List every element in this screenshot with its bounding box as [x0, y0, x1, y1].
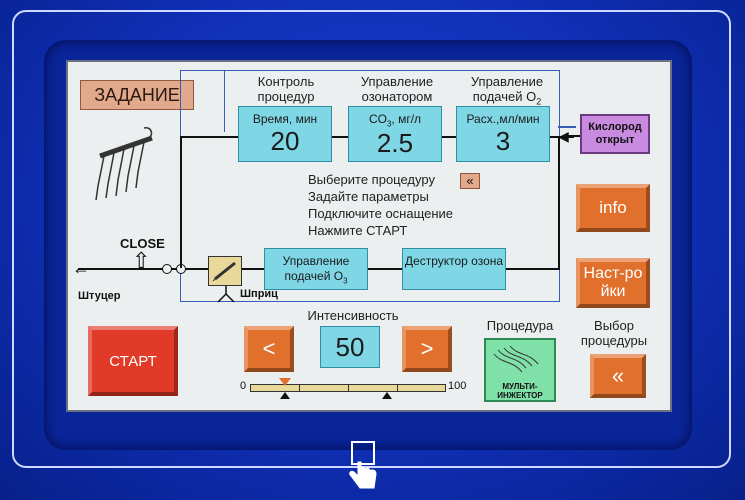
- scale-max: 100: [448, 380, 467, 392]
- header-ozonator-control: Управление озонатором: [360, 74, 434, 104]
- intensity-increase-button[interactable]: >: [402, 326, 452, 372]
- arrow-left-icon: ◀: [558, 128, 569, 144]
- oxygen-open-button[interactable]: Кислород открыт: [580, 114, 650, 154]
- flow-line-vertical: [180, 136, 182, 268]
- ozone-destructor-box[interactable]: Деструктор озона: [402, 248, 506, 290]
- scale-tick: [348, 385, 349, 391]
- process-frame-inner: [224, 70, 225, 132]
- fitting-label: Штуцер: [78, 290, 121, 302]
- syringe-box[interactable]: [208, 256, 242, 286]
- intensity-scale-track[interactable]: [250, 384, 446, 392]
- info-button[interactable]: info: [576, 184, 650, 232]
- flow-box[interactable]: Расх.,мл/мин 3: [456, 106, 550, 162]
- instruction-3: Подключите оснащение: [308, 206, 454, 221]
- left-arrow-icon: ←: [72, 258, 90, 278]
- instruction-1: Выберите процедуру: [308, 172, 435, 187]
- o3-feed-control-box[interactable]: Управление подачей O3: [264, 248, 368, 290]
- co3-box[interactable]: CO3, мг/л 2.5: [348, 106, 442, 162]
- scale-tick: [299, 385, 300, 391]
- scale-min: 0: [240, 380, 247, 392]
- instruction-2: Задайте параметры: [308, 189, 429, 204]
- intensity-decrease-button[interactable]: <: [244, 326, 294, 372]
- multi-injector-icon: [95, 127, 153, 201]
- flow-line-bottom: [242, 268, 560, 270]
- settings-button[interactable]: Наст-ройки: [576, 258, 650, 308]
- syringe-stand-icon: [217, 286, 235, 303]
- up-arrow-icon: ⇧: [132, 248, 151, 273]
- slider-current-marker[interactable]: [279, 378, 292, 386]
- flow-line-right-vertical: [558, 136, 560, 270]
- header-o2-feed-control: Управление подачей O2: [470, 74, 544, 107]
- close-label: CLOSE: [120, 236, 165, 251]
- flow-line-bottom-left: [78, 268, 218, 270]
- instructions-back-button[interactable]: «: [460, 173, 480, 189]
- intensity-value: 50: [320, 326, 380, 368]
- instruction-4: Нажмите СТАРТ: [308, 223, 408, 238]
- select-procedure-label: Выбор процедуры: [580, 318, 648, 348]
- syringe-label: Шприц: [240, 288, 278, 300]
- syringe-icon: [212, 261, 236, 282]
- slider-current-marker-base: [280, 392, 291, 399]
- slider-setpoint-marker: [382, 392, 393, 399]
- touch-hand-icon: [349, 441, 377, 489]
- procedure-label: Процедура: [486, 318, 554, 333]
- touch-screen: ЗАДАНИЕ Контроль процедур Управление озо…: [66, 60, 672, 412]
- time-box[interactable]: Время, мин 20: [238, 106, 332, 162]
- header-procedure-control: Контроль процедур: [257, 74, 315, 104]
- junction-dot-left: [162, 264, 172, 274]
- scale-tick: [397, 385, 398, 391]
- task-label: ЗАДАНИЕ: [80, 80, 194, 110]
- intensity-label: Интенсивность: [307, 308, 399, 323]
- start-button[interactable]: СТАРТ: [88, 326, 178, 396]
- select-procedure-button[interactable]: «: [590, 354, 646, 398]
- oxygen-connector: [568, 135, 580, 137]
- multi-injector-small-icon: [493, 345, 539, 373]
- bezel-outline: [12, 10, 731, 468]
- flow-line-top-right: [558, 126, 576, 128]
- procedure-button[interactable]: МУЛЬТИ-ИНЖЕКТОР: [484, 338, 556, 402]
